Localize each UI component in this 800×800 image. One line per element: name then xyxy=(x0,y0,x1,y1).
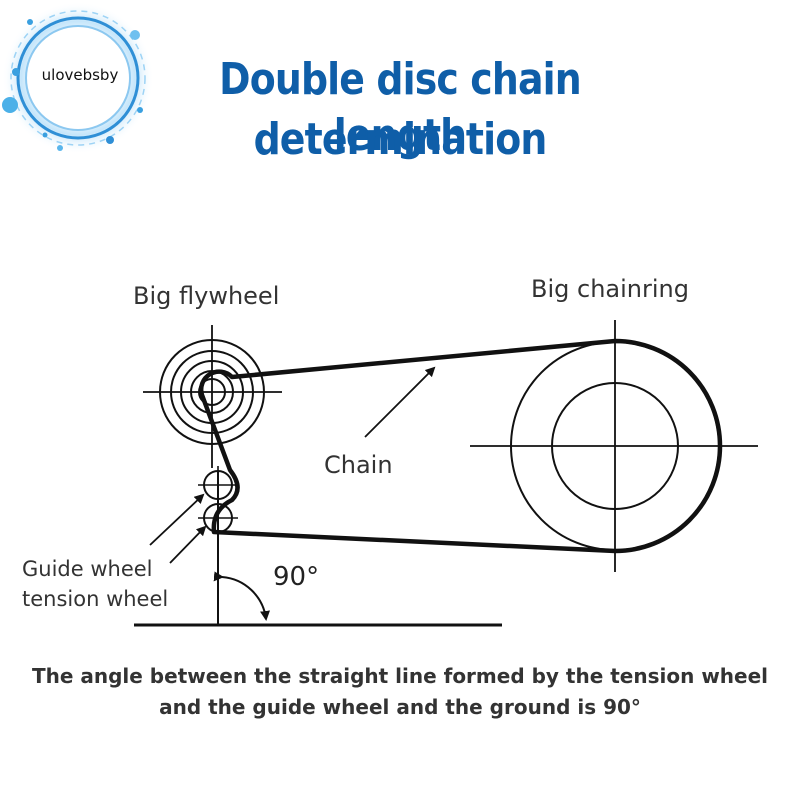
page-title-line-1: Double disc chain length xyxy=(219,54,581,161)
brand-logo: ulovebsby xyxy=(0,0,160,160)
angle-arc xyxy=(213,571,270,621)
label-big-chainring: Big chainring xyxy=(531,275,689,303)
caption-line-1: The angle between the straight line form… xyxy=(31,664,769,688)
flywheel-crosshair xyxy=(143,325,282,468)
label-guide-wheel: Guide wheel xyxy=(22,557,153,581)
chain xyxy=(198,338,723,554)
logo-text: ulovebsby xyxy=(41,66,119,84)
label-angle: 90° xyxy=(273,562,320,592)
page-title-line-2: determination xyxy=(253,114,548,165)
chain-pointer-arrow xyxy=(364,366,436,438)
caption-line-2: and the guide wheel and the ground is 90… xyxy=(159,695,641,719)
label-chain: Chain xyxy=(324,451,393,479)
guide-wheel-pointer-arrow xyxy=(149,493,205,546)
logo-ring-icon xyxy=(2,2,154,154)
chainring-crosshair xyxy=(470,320,758,572)
label-tension-wheel: tension wheel xyxy=(22,587,169,611)
tension-wheel-pointer-arrow xyxy=(169,525,207,564)
label-big-flywheel: Big flywheel xyxy=(133,282,280,310)
